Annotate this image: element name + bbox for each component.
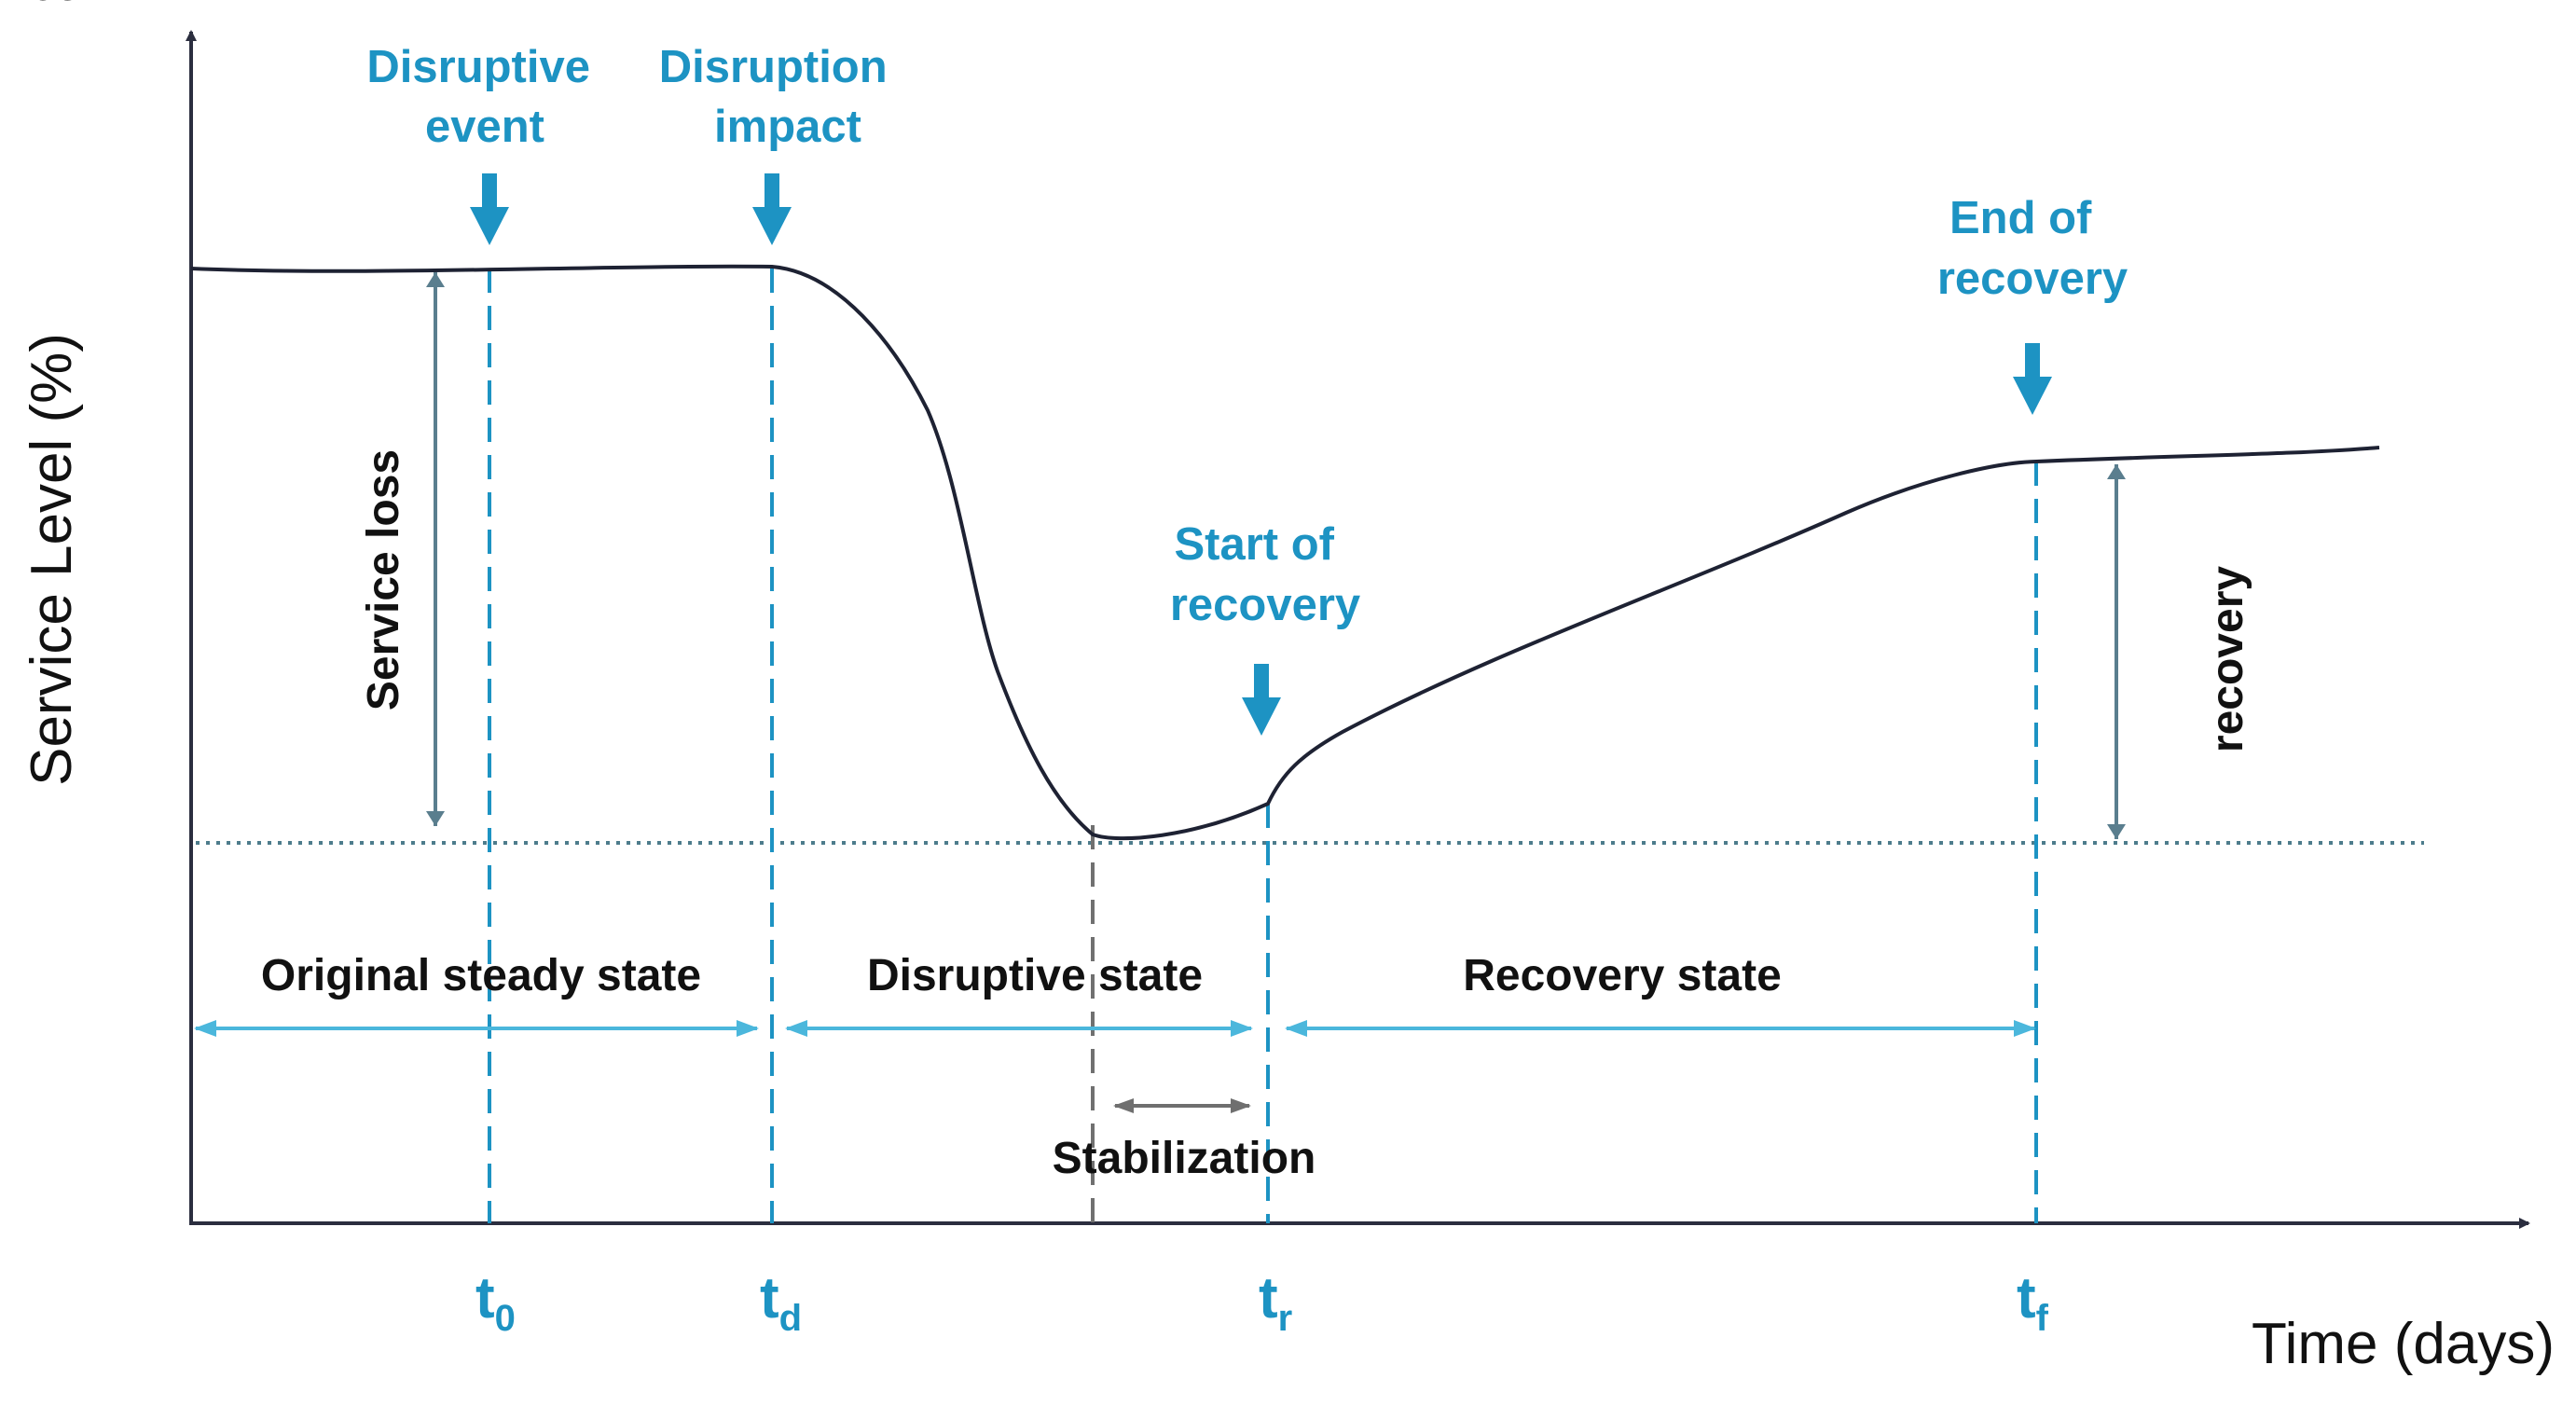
service-recovery-label-line2: recovery xyxy=(2203,566,2252,752)
disruption-impact-label: Disruption impact xyxy=(659,42,901,152)
end-of-recovery-arrow xyxy=(2013,343,2052,415)
disruptive-event-arrow xyxy=(470,173,509,245)
start-of-recovery-arrow xyxy=(1242,664,1281,736)
disruptive-event-label: Disruptive event xyxy=(366,42,602,152)
original-steady-state-label: Original steady state xyxy=(261,951,701,1000)
start-of-recovery-label: Start of recovery xyxy=(1170,519,1360,630)
service-level-curve xyxy=(190,264,2380,841)
service-recovery-label: Service xyxy=(0,0,79,10)
disruption-impact-arrow xyxy=(752,173,792,245)
x-axis-title: Time (days) xyxy=(2252,1312,2555,1376)
recovery-state-label: Recovery state xyxy=(1463,951,1782,1000)
tick-tf: tf xyxy=(2017,1266,2049,1339)
end-of-recovery-label: End of recovery xyxy=(1937,193,2128,304)
y-axis-title: Service Level (%) xyxy=(20,333,84,786)
tick-tr: tr xyxy=(1259,1266,1292,1339)
service-loss-label: Service loss xyxy=(359,449,408,710)
tick-t0: t0 xyxy=(475,1266,516,1339)
stabilization-label: Stabilization xyxy=(1053,1134,1316,1183)
tick-td: td xyxy=(760,1266,802,1339)
disruptive-state-label: Disruptive state xyxy=(867,951,1203,1000)
